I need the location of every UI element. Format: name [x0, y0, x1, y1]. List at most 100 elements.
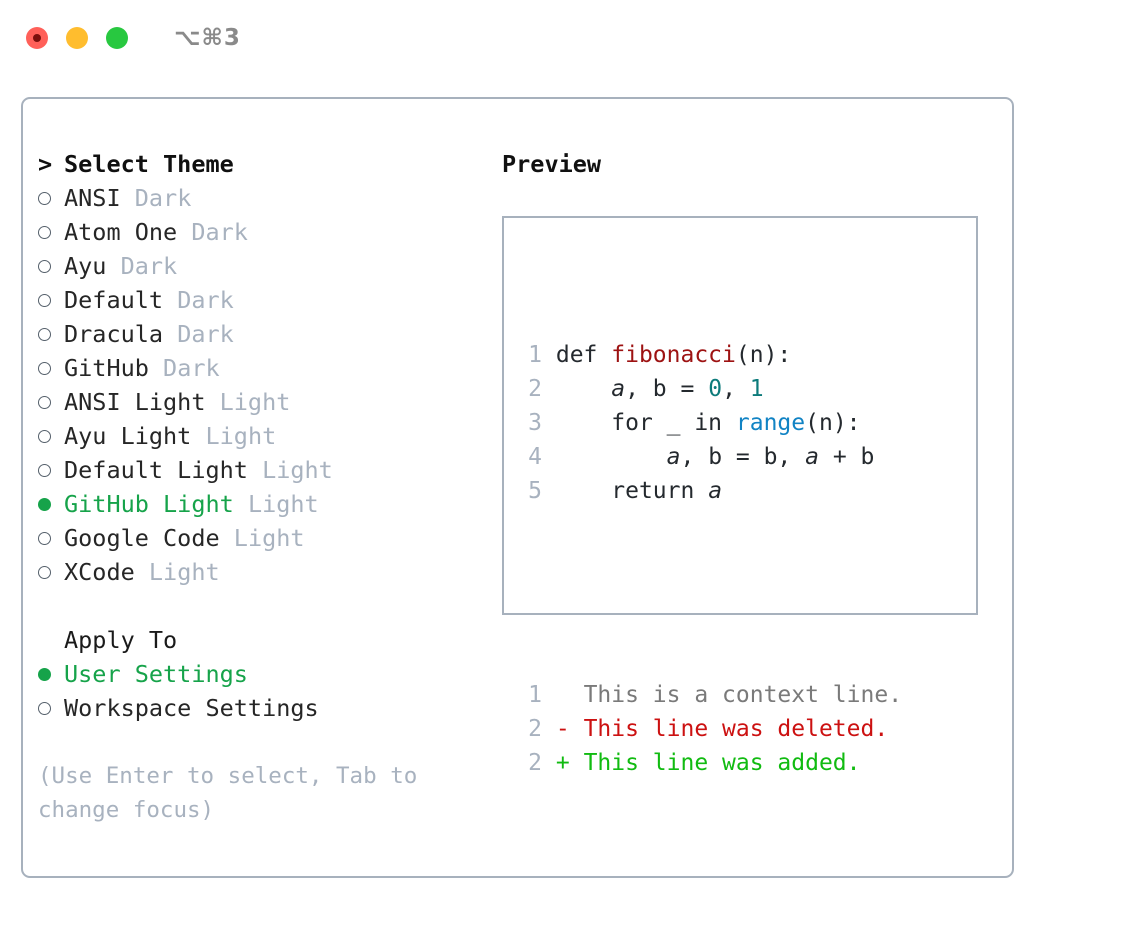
code-token: + b — [818, 444, 875, 470]
radio-unselected-icon — [38, 691, 64, 725]
code-token: , b = — [625, 376, 709, 402]
code-token: a — [666, 444, 681, 470]
theme-variant-tag: Dark — [177, 286, 234, 314]
radio-unselected-icon — [38, 521, 64, 555]
theme-list-item[interactable]: Ayu Dark — [38, 249, 498, 283]
theme-variant-tag: Light — [148, 558, 220, 586]
code-token: (n): — [805, 410, 861, 436]
code-token: return — [555, 478, 709, 504]
line-number: 1 — [528, 682, 542, 708]
window-controls — [26, 27, 128, 49]
radio-unselected-icon — [38, 385, 64, 419]
theme-list-item[interactable]: GitHub Light Light — [38, 487, 498, 521]
theme-name-label: ANSI Light — [64, 388, 206, 416]
theme-variant-tag: Light — [262, 456, 333, 484]
diff-sign: - — [555, 716, 584, 742]
code-token: for _ in — [555, 410, 736, 436]
apply-to-label: Workspace Settings — [64, 694, 319, 722]
radio-unselected-icon — [38, 317, 64, 351]
theme-name-label: XCode — [64, 558, 135, 586]
line-number: 3 — [528, 410, 542, 436]
theme-name-label: GitHub — [64, 354, 149, 382]
line-number: 4 — [528, 444, 542, 470]
line-number: 5 — [528, 478, 542, 504]
theme-name-label: Atom One — [64, 218, 178, 246]
code-line: 4 a, b = b, a + b — [520, 440, 902, 474]
minimize-window-button[interactable] — [66, 27, 88, 49]
cursor-caret-icon: > — [38, 150, 67, 178]
theme-variant-tag: Light — [205, 422, 277, 450]
title-bar: ⌥⌘3 — [0, 0, 1140, 76]
diff-line: 2 - This line was deleted. — [520, 712, 902, 746]
code-token: , b = b, — [680, 444, 806, 470]
code-token: a — [805, 444, 819, 470]
theme-list-item[interactable]: Default Dark — [38, 283, 498, 317]
keyboard-hint-text: (Use Enter to select, Tab to change focu… — [38, 763, 418, 823]
code-token: def — [555, 342, 612, 368]
apply-to-label: User Settings — [64, 660, 248, 688]
theme-list-item[interactable]: XCode Light — [38, 555, 498, 589]
radio-unselected-icon — [38, 181, 64, 215]
radio-selected-icon — [38, 657, 64, 691]
code-token: , — [722, 376, 750, 402]
apply-to-item[interactable]: Workspace Settings — [38, 691, 498, 725]
code-token: (n): — [735, 342, 792, 368]
code-token: 1 — [749, 376, 764, 402]
diff-text: This is a context line. — [583, 682, 903, 708]
close-window-button[interactable] — [26, 27, 48, 49]
code-token: range — [735, 410, 806, 436]
theme-variant-tag: Light — [219, 388, 291, 416]
code-token: fibonacci — [611, 342, 736, 368]
diff-block: 1 This is a context line. 2 - This line w… — [520, 678, 902, 780]
apply-to-item[interactable]: User Settings — [38, 657, 498, 691]
diff-text: This line was deleted. — [583, 716, 889, 742]
theme-list-item[interactable]: Atom One Dark — [38, 215, 498, 249]
apply-to-header: Apply To — [64, 626, 178, 654]
code-blank-line — [520, 576, 902, 610]
theme-list-item[interactable]: GitHub Dark — [38, 351, 498, 385]
theme-name-label: Google Code — [64, 524, 220, 552]
select-theme-header: > Select Theme — [38, 147, 498, 181]
diff-line: 2 + This line was added. — [520, 746, 902, 780]
theme-variant-tag: Dark — [191, 218, 248, 246]
radio-unselected-icon — [38, 555, 64, 589]
line-number: 2 — [528, 716, 542, 742]
preview-column: Preview 1 def fibonacci(n):2 a, b = 0, 1… — [502, 147, 997, 776]
theme-list-item[interactable]: ANSI Dark — [38, 181, 498, 215]
code-line: 5 return a — [520, 474, 902, 508]
radio-unselected-icon — [38, 351, 64, 385]
code-token: a — [611, 376, 626, 402]
code-token: a — [708, 478, 723, 504]
code-token: 0 — [708, 376, 723, 402]
code-line: 1 def fibonacci(n): — [520, 338, 902, 372]
keyboard-shortcut-label: ⌥⌘3 — [174, 24, 241, 51]
theme-name-label: Dracula — [64, 320, 164, 348]
diff-sign — [556, 682, 584, 708]
line-number: 2 — [528, 376, 542, 402]
theme-list-item[interactable]: Ayu Light Light — [38, 419, 498, 453]
theme-variant-tag: Light — [233, 524, 305, 552]
code-line: 3 for _ in range(n): — [520, 406, 902, 440]
theme-variant-tag: Dark — [134, 184, 192, 212]
code-token — [556, 444, 667, 470]
theme-list-item[interactable]: Google Code Light — [38, 521, 498, 555]
line-number: 2 — [528, 750, 542, 776]
theme-name-label: Default Light — [64, 456, 248, 484]
theme-variant-tag: Dark — [177, 320, 234, 348]
radio-unselected-icon — [38, 453, 64, 487]
theme-name-label: ANSI — [64, 184, 121, 212]
theme-list-item[interactable]: Default Light Light — [38, 453, 498, 487]
theme-list-item[interactable]: Dracula Dark — [38, 317, 498, 351]
theme-list-item[interactable]: ANSI Light Light — [38, 385, 498, 419]
radio-unselected-icon — [38, 283, 64, 317]
maximize-window-button[interactable] — [106, 27, 128, 49]
radio-selected-icon — [38, 487, 64, 521]
radio-unselected-icon — [38, 215, 64, 249]
section-spacer — [38, 589, 498, 623]
